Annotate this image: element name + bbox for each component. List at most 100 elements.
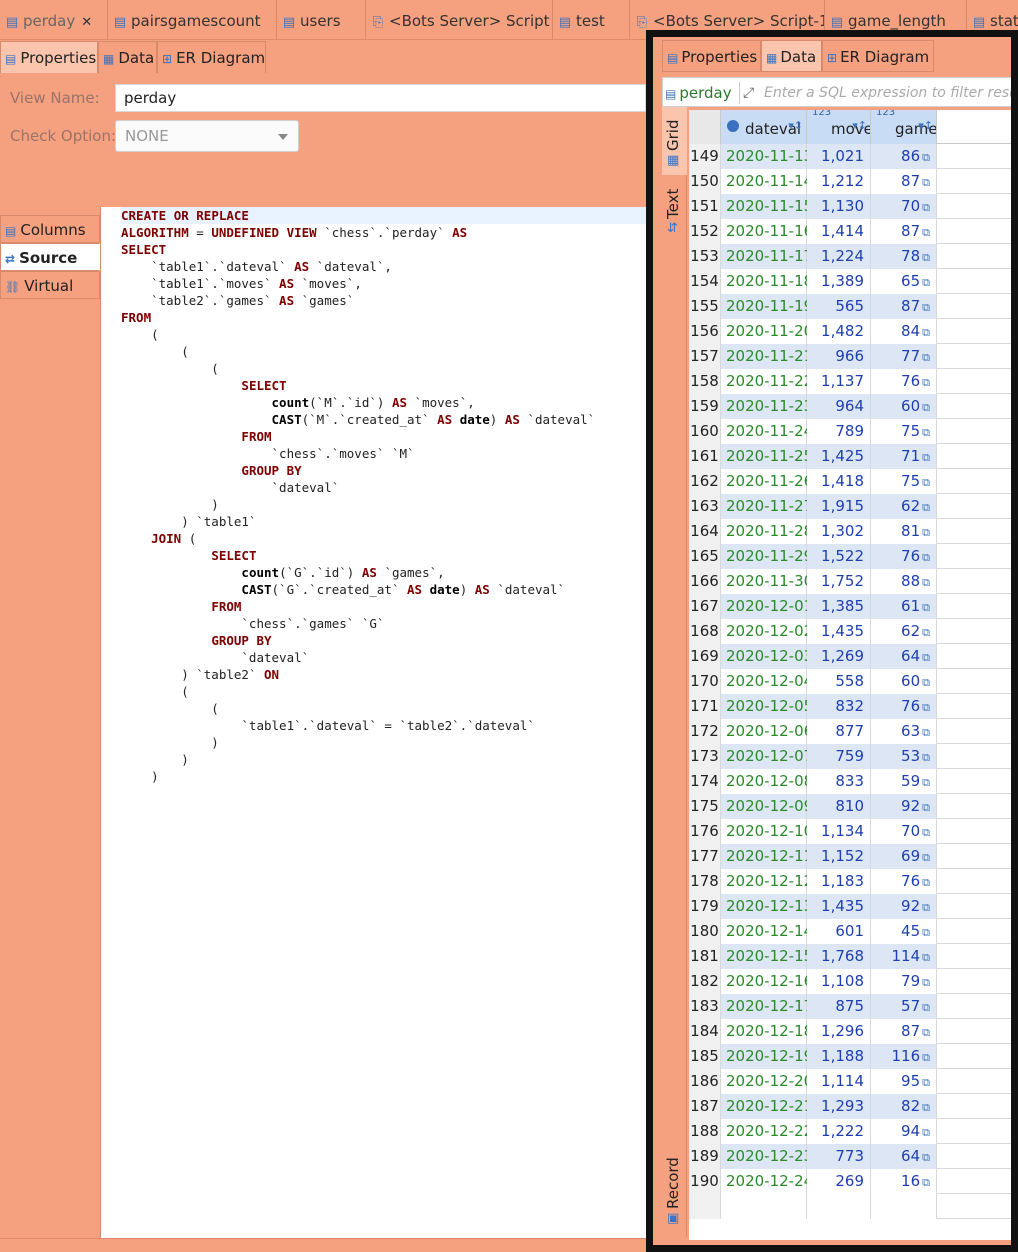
row-number-cell[interactable]: 187 bbox=[689, 1094, 721, 1119]
dateval-cell[interactable]: 2020-12-20 bbox=[721, 1069, 813, 1094]
moves-cell[interactable]: 875 bbox=[807, 994, 871, 1019]
dateval-cell[interactable]: 2020-12-02 bbox=[721, 619, 813, 644]
open-link-icon[interactable]: ⧉ bbox=[922, 1151, 930, 1164]
result-grid[interactable]: dateval ▾↕ 123 moves ▾↕ 123 games ▾↕ 149… bbox=[689, 110, 1011, 1240]
moves-cell[interactable]: 1,915 bbox=[807, 494, 871, 519]
dateval-cell[interactable]: 2020-12-11 bbox=[721, 844, 813, 869]
moves-cell[interactable]: 1,414 bbox=[807, 219, 871, 244]
open-link-icon[interactable]: ⧉ bbox=[922, 251, 930, 264]
moves-cell[interactable]: 1,212 bbox=[807, 169, 871, 194]
dateval-cell[interactable]: 2020-12-23 bbox=[721, 1144, 813, 1169]
dateval-cell[interactable]: 2020-12-10 bbox=[721, 819, 813, 844]
column-header-moves[interactable]: 123 moves ▾↕ bbox=[807, 110, 871, 144]
vertical-tab-source[interactable]: ⇄Source bbox=[0, 243, 100, 271]
dateval-cell[interactable]: 2020-11-28 bbox=[721, 519, 813, 544]
filter-input[interactable]: Enter a SQL expression to filter results bbox=[764, 85, 1018, 101]
row-number-cell[interactable]: 153 bbox=[689, 244, 721, 269]
moves-cell[interactable]: 601 bbox=[807, 919, 871, 944]
open-link-icon[interactable]: ⧉ bbox=[922, 901, 930, 914]
row-number-cell[interactable]: 176 bbox=[689, 819, 721, 844]
open-link-icon[interactable]: ⧉ bbox=[922, 1176, 930, 1189]
vertical-tab-columns[interactable]: ▤Columns bbox=[0, 215, 100, 243]
text-mode-button[interactable]: Text ⇵ bbox=[662, 179, 687, 239]
moves-cell[interactable]: 1,293 bbox=[807, 1094, 871, 1119]
dateval-cell[interactable]: 2020-11-26 bbox=[721, 469, 813, 494]
dateval-cell[interactable]: 2020-12-09 bbox=[721, 794, 813, 819]
vertical-tab-virtual[interactable]: ⛓Virtual bbox=[0, 271, 100, 299]
dateval-cell[interactable]: 2020-12-16 bbox=[721, 969, 813, 994]
editor-tab-6[interactable]: ▤game_length bbox=[825, 0, 967, 39]
games-cell[interactable]: 57⧉ bbox=[871, 994, 937, 1019]
games-cell[interactable]: 62⧉ bbox=[871, 494, 937, 519]
dateval-cell[interactable]: 2020-11-22 bbox=[721, 369, 813, 394]
dateval-cell[interactable]: 2020-12-13 bbox=[721, 894, 813, 919]
row-number-cell[interactable]: 164 bbox=[689, 519, 721, 544]
games-cell[interactable]: 64⧉ bbox=[871, 1144, 937, 1169]
dateval-cell[interactable]: 2020-12-17 bbox=[721, 994, 813, 1019]
moves-cell[interactable]: 269 bbox=[807, 1169, 871, 1194]
editor-tab-7[interactable]: ▤stat bbox=[967, 0, 1018, 39]
games-cell[interactable]: 70⧉ bbox=[871, 194, 937, 219]
open-link-icon[interactable]: ⧉ bbox=[922, 976, 930, 989]
sort-filter-icon[interactable]: ▾↕ bbox=[788, 119, 803, 132]
games-cell[interactable]: 116⧉ bbox=[871, 1044, 937, 1069]
open-link-icon[interactable]: ⧉ bbox=[922, 876, 930, 889]
row-number-cell[interactable]: 165 bbox=[689, 544, 721, 569]
open-link-icon[interactable]: ⧉ bbox=[922, 426, 930, 439]
games-cell[interactable]: 69⧉ bbox=[871, 844, 937, 869]
moves-cell[interactable]: 1,768 bbox=[807, 944, 871, 969]
right-subtab-properties[interactable]: ▤Properties bbox=[662, 40, 761, 72]
open-link-icon[interactable]: ⧉ bbox=[922, 576, 930, 589]
games-cell[interactable]: 16⧉ bbox=[871, 1169, 937, 1194]
moves-cell[interactable]: 773 bbox=[807, 1144, 871, 1169]
moves-cell[interactable]: 1,435 bbox=[807, 894, 871, 919]
moves-cell[interactable]: 1,482 bbox=[807, 319, 871, 344]
dateval-cell[interactable]: 2020-12-05 bbox=[721, 694, 813, 719]
row-number-cell[interactable]: 151 bbox=[689, 194, 721, 219]
row-number-cell[interactable]: 182 bbox=[689, 969, 721, 994]
view-name-input[interactable]: perday bbox=[115, 84, 646, 112]
games-cell[interactable]: 70⧉ bbox=[871, 819, 937, 844]
games-cell[interactable]: 78⧉ bbox=[871, 244, 937, 269]
row-number-cell[interactable]: 162 bbox=[689, 469, 721, 494]
moves-cell[interactable]: 759 bbox=[807, 744, 871, 769]
moves-cell[interactable]: 1,435 bbox=[807, 619, 871, 644]
open-link-icon[interactable]: ⧉ bbox=[922, 1101, 930, 1114]
dateval-cell[interactable]: 2020-11-21 bbox=[721, 344, 813, 369]
open-link-icon[interactable]: ⧉ bbox=[922, 651, 930, 664]
dateval-cell[interactable]: 2020-11-27 bbox=[721, 494, 813, 519]
moves-cell[interactable]: 1,114 bbox=[807, 1069, 871, 1094]
dateval-cell[interactable]: 2020-11-30 bbox=[721, 569, 813, 594]
games-cell[interactable]: 76⧉ bbox=[871, 869, 937, 894]
games-cell[interactable]: 62⧉ bbox=[871, 619, 937, 644]
row-number-cell[interactable]: 173 bbox=[689, 744, 721, 769]
moves-cell[interactable]: 558 bbox=[807, 669, 871, 694]
editor-tab-0[interactable]: ▤perday✕ bbox=[0, 0, 108, 39]
games-cell[interactable]: 61⧉ bbox=[871, 594, 937, 619]
open-link-icon[interactable]: ⧉ bbox=[922, 276, 930, 289]
games-cell[interactable]: 75⧉ bbox=[871, 419, 937, 444]
open-link-icon[interactable]: ⧉ bbox=[922, 951, 930, 964]
row-number-cell[interactable]: 177 bbox=[689, 844, 721, 869]
games-cell[interactable]: 87⧉ bbox=[871, 1019, 937, 1044]
dateval-cell[interactable]: 2020-11-19 bbox=[721, 294, 813, 319]
editor-tab-3[interactable]: ⎘<Bots Server> Script bbox=[366, 0, 553, 39]
left-subtab-properties[interactable]: ▤Properties bbox=[0, 41, 98, 73]
open-link-icon[interactable]: ⧉ bbox=[922, 926, 930, 939]
dateval-cell[interactable]: 2020-11-18 bbox=[721, 269, 813, 294]
dateval-cell[interactable]: 2020-12-08 bbox=[721, 769, 813, 794]
